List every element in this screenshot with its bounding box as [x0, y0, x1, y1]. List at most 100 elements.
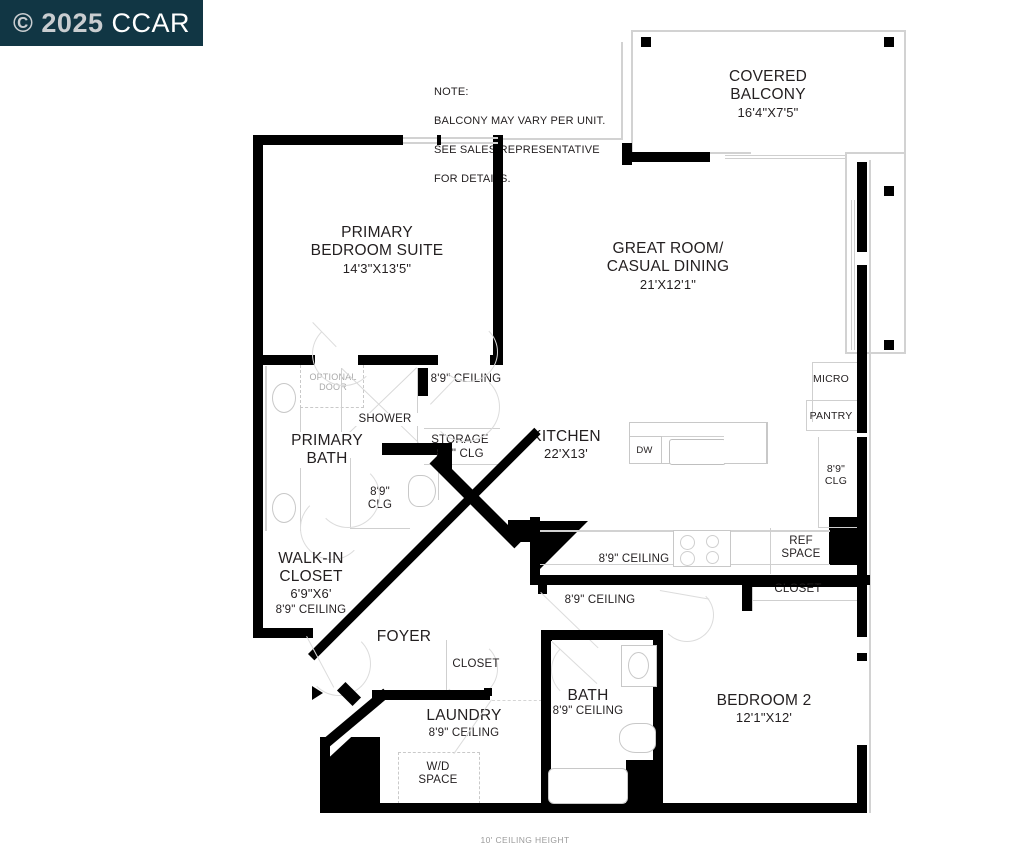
pantry-column-line-top	[812, 362, 857, 363]
washer-dryer-space	[398, 752, 480, 804]
wall-bed2-closet-left	[742, 585, 752, 611]
foyer-label: FOYER	[376, 628, 432, 645]
bedroom-door-swing-2	[438, 322, 498, 382]
ceiling-height-caption: 10' CEILING HEIGHT	[480, 835, 570, 845]
great-room-dims: 21'X12'1"	[639, 277, 697, 292]
wall-hall-left	[530, 517, 540, 585]
bedroom2-dims: 12'1"X12'	[735, 710, 793, 725]
wall-bath-right	[653, 630, 663, 813]
bed2-door-swing	[660, 588, 714, 642]
laundry-post	[484, 688, 492, 696]
wall-top-window-band	[403, 137, 498, 139]
balcony-wall-inner-right	[845, 152, 847, 354]
cooktop-burner-4	[706, 551, 719, 564]
bath-sink	[628, 652, 649, 679]
wall-top-window-band-2	[403, 142, 498, 144]
watermark-text: © 2025 CCAR	[13, 7, 191, 38]
closet-door-swing	[300, 496, 364, 560]
primary-bath-sink-1	[272, 383, 296, 413]
wall-bottom-bedroom-mid	[358, 355, 438, 365]
kitchen-dims: 22'X13'	[544, 446, 588, 461]
hall-ceiling-label: 8'9" CEILING	[564, 594, 636, 606]
wall-bath-top	[541, 630, 663, 640]
note-line-3: SEE SALES REPRESENTATIVE	[434, 143, 600, 156]
laundry-label: LAUNDRY	[426, 707, 502, 724]
balcony-wall-bottom-right	[845, 152, 906, 154]
bed2-closet-shelf	[752, 600, 857, 601]
wall-bath-black-block	[626, 760, 663, 803]
wall-bottom-closet	[253, 628, 313, 638]
wall-right-upper-2	[857, 265, 867, 355]
primary-bedroom-label: PRIMARY BEDROOM SUITE	[310, 224, 444, 259]
balcony-wall-right	[904, 30, 906, 354]
laundry-ceiling: 8'9" CEILING	[428, 727, 500, 739]
balcony-post-bottom-right	[884, 340, 894, 350]
balcony-wall-top	[631, 30, 906, 32]
wall-left-closet	[253, 530, 263, 638]
watermark-year: 2025	[41, 7, 104, 38]
wall-right-bed2-lower	[857, 745, 867, 813]
walk-in-closet-label: WALK-IN CLOSET	[278, 550, 344, 585]
primary-bath-label: PRIMARY BATH	[272, 432, 382, 468]
shower-edge-right	[417, 368, 418, 443]
dishwasher-label: DW	[636, 445, 653, 456]
balcony-note: NOTE: BALCONY MAY VARY PER UNIT. SEE SAL…	[434, 70, 634, 201]
walk-in-closet-dims: 6'9"X6'	[290, 586, 332, 601]
great-room-label: GREAT ROOM/ CASUAL DINING	[606, 240, 730, 275]
bath-vanity-wall	[265, 366, 267, 531]
pantry-column-line-bottom	[806, 430, 857, 431]
wall-left-bedroom	[253, 135, 263, 365]
wall-right-bed2-mullion	[857, 653, 867, 661]
note-line-1: NOTE:	[434, 85, 469, 98]
note-line-2: BALCONY MAY VARY PER UNIT.	[434, 114, 606, 127]
wall-right-kitchen-2	[857, 437, 867, 517]
wall-hall-wedge	[540, 521, 588, 569]
balcony-dims: 16'4"X7'5"	[737, 105, 799, 120]
balcony-post-top-right	[884, 37, 894, 47]
note-line-4: FOR DETAILS.	[434, 172, 511, 185]
wall-right-kitchen	[857, 355, 867, 433]
dishwasher-unit	[629, 436, 662, 464]
watermark-org: CCAR	[111, 7, 191, 38]
wall-right-outline-thin	[869, 160, 871, 530]
wall-top-mullion	[437, 135, 441, 145]
cooktop-burner-3	[680, 551, 695, 566]
wall-bath-bottom-wall	[541, 803, 663, 813]
wc-line-bottom	[350, 528, 410, 529]
pantry-column-line-left	[812, 362, 813, 422]
storage-line-bottom	[424, 464, 500, 465]
wall-top-bedroom	[253, 135, 403, 145]
primary-bath-sink-2	[272, 493, 296, 523]
kitchen-counter-right	[724, 422, 767, 464]
pantry-label: PANTRY	[809, 410, 853, 422]
bath-ceiling: 8'9" CEILING	[552, 705, 624, 717]
wall-greatroom-top	[622, 152, 710, 162]
closet-right-line	[818, 437, 819, 527]
wall-bed2-bottom	[663, 803, 863, 813]
shower-label: SHOWER	[352, 413, 418, 427]
bedroom-door-swing	[312, 322, 376, 386]
balcony-rail-line-3	[851, 200, 852, 350]
hall-post	[538, 585, 547, 594]
wall-right-bed2-outline	[869, 530, 871, 813]
storage-door-swing	[430, 372, 500, 442]
wall-hall-bottom	[530, 575, 870, 585]
balcony-label: COVERED BALCONY	[728, 68, 808, 103]
wall-right-upper	[857, 162, 867, 252]
balcony-post-top-left	[641, 37, 651, 47]
kitchen-hall-ceiling: 8'9" CEILING	[598, 553, 670, 565]
kitchen-sink	[669, 439, 726, 465]
wall-bottom-bedroom-left	[253, 355, 315, 365]
bed2-closet-line	[752, 585, 753, 611]
walk-in-closet-ceiling: 8'9" CEILING	[275, 604, 347, 616]
toilet-fixture	[408, 475, 436, 507]
bedroom2-label: BEDROOM 2	[716, 692, 812, 709]
cooktop-burner-2	[706, 535, 719, 548]
wall-diagonal-kitchen-join	[438, 443, 452, 469]
primary-bedroom-dims: 14'3"X13'5"	[342, 261, 412, 276]
wall-left-bath	[253, 355, 263, 530]
wall-shower-right	[418, 368, 428, 396]
ref-space-line	[770, 528, 771, 574]
wc-line-right	[438, 458, 439, 500]
balcony-rail-line-2	[725, 158, 845, 159]
